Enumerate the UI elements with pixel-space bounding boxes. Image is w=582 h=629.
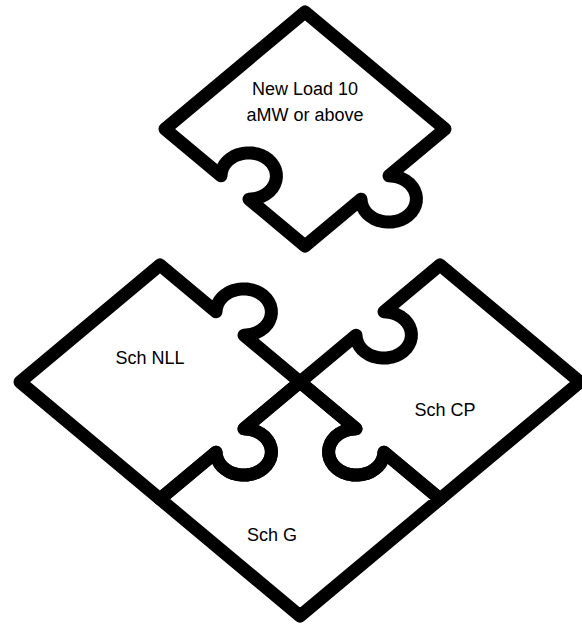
puzzle-piece: New Load 10 aMW or above <box>155 2 455 256</box>
piece-outline <box>150 372 450 626</box>
piece-path <box>160 382 440 616</box>
piece-label: Sch G <box>247 522 297 548</box>
piece-label: New Load 10 aMW or above <box>230 76 380 128</box>
piece-path <box>20 265 300 499</box>
puzzle-piece: Sch G <box>150 372 450 626</box>
piece-label: Sch CP <box>414 397 475 423</box>
piece-label: Sch NLL <box>115 345 184 371</box>
piece-path <box>300 265 580 499</box>
piece-outline <box>155 2 455 256</box>
piece-path <box>165 12 445 246</box>
